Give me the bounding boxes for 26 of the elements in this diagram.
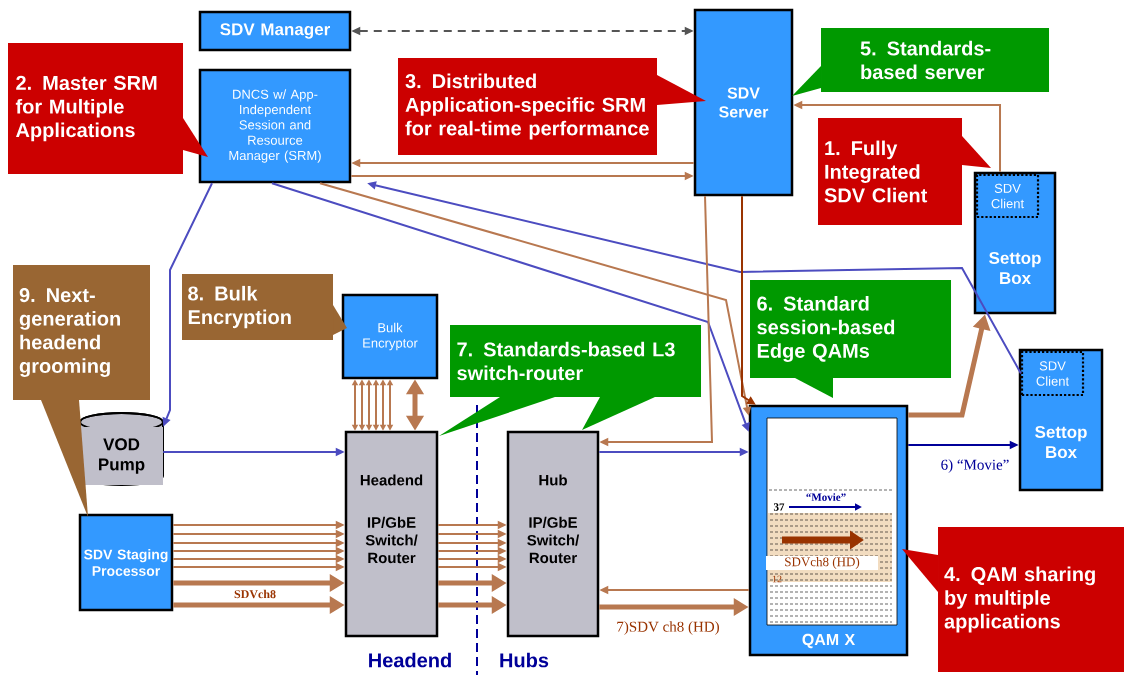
pump-cylinder: VOD Pump — [79, 412, 164, 486]
edge-label: 6) “Movie” — [939, 458, 1011, 474]
edge-label: 7)SDV ch8 (HD) — [615, 620, 721, 636]
encryptor-box: Bulk Encryptor — [341, 293, 439, 380]
channel-number: 37 — [773, 503, 785, 511]
srm-box: DNCS w/ App-Independent Session and Resource Manager (SRM) — [198, 68, 352, 184]
server-box: SDV Server — [693, 8, 794, 197]
channel-number: 12 — [772, 575, 782, 583]
callout: 5. Standards-based server — [792, 28, 1049, 96]
processor-box: SDV Staging Processor — [78, 513, 174, 612]
switch-router-box: Hub IP/GbE Switch/ Router — [506, 430, 600, 638]
callout: 7. Standards-based L3 switch-router — [439, 325, 701, 436]
manager-box: SDV Manager — [198, 10, 352, 52]
section-label: Headend — [369, 652, 451, 668]
client-box: SDV Client — [1020, 350, 1085, 397]
callout: 3. Distributed Application-specific SRM for real-time performance — [398, 58, 706, 155]
edge-label: SDVch8 — [233, 588, 277, 600]
callout: 1. Fully Integrated SDV Client — [818, 118, 991, 225]
stream-label: SDVch8 (HD) — [766, 556, 878, 570]
switch-router-box: Headend IP/GbE Switch/ Router — [344, 430, 439, 638]
callout: 6. Standard session-based Edge QAMs — [750, 280, 951, 398]
stream-label: “Movie” — [806, 493, 846, 501]
callout: 2. Master SRM for Multiple Applications — [8, 43, 208, 174]
client-box: SDV Client — [975, 173, 1040, 219]
callout: 4. QAM sharing by multiple applications — [902, 527, 1124, 672]
callout: 8. Bulk Encryption — [182, 274, 347, 340]
